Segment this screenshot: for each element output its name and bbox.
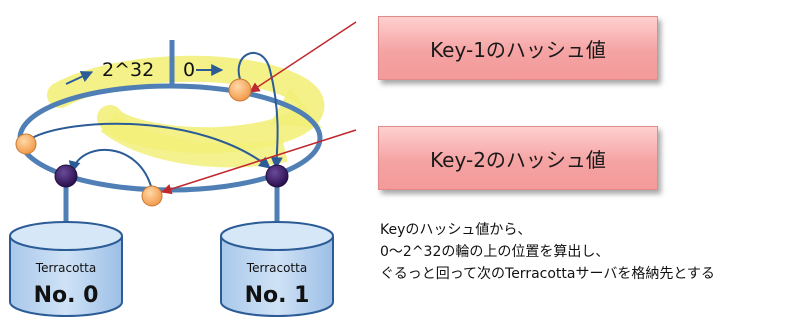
key1-node [228, 78, 252, 102]
server0-number: No. 0 [34, 283, 99, 308]
server1-node [265, 164, 289, 188]
direction-arrow-left [65, 71, 94, 85]
server0-node [54, 164, 78, 188]
description-line-3: ぐるっと回って次のTerracottaサーバを格納先とする [380, 266, 715, 282]
description-line-1: Keyのハッシュ値から、 [380, 222, 532, 238]
key2-hash-box: Key-2のハッシュ値 [378, 126, 658, 190]
description-line-2: 0〜2^32の輪の上の位置を算出し、 [380, 244, 610, 260]
rotation-swirl [47, 55, 325, 168]
route-arrow-key2 [68, 148, 153, 191]
key1-hash-box: Key-1のハッシュ値 [378, 16, 658, 80]
route-arrow-left-node [31, 122, 271, 169]
key1-pointer-arrow [249, 21, 357, 93]
ring-label-zero: 0 [183, 59, 195, 81]
key2-pointer-arrow [160, 129, 357, 195]
server0-name: Terracotta [35, 261, 96, 275]
key-node-left [15, 133, 37, 155]
route-arrow-key1 [237, 51, 283, 170]
server0-database: Terracotta No. 0 [9, 221, 123, 317]
ring-label-max: 2^32 [102, 59, 154, 81]
key1-hash-label: Key-1のハッシュ値 [430, 37, 606, 62]
key2-hash-label: Key-2のハッシュ値 [430, 147, 606, 172]
server1-name: Terracotta [246, 261, 307, 275]
key2-node [141, 185, 163, 207]
server1-number: No. 1 [245, 283, 310, 308]
server1-database: Terracotta No. 1 [220, 221, 334, 317]
